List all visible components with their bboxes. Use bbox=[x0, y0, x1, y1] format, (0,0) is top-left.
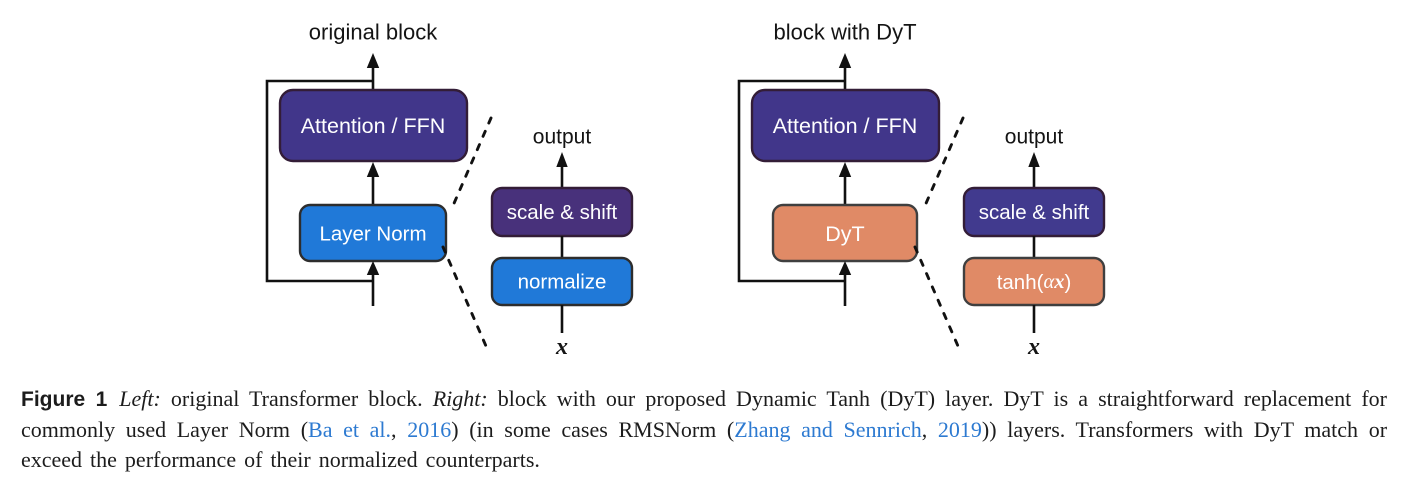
right-diagram: block with DyT Attention / FFN DyT bbox=[737, 20, 965, 355]
left-output-arrowhead-icon bbox=[366, 53, 380, 68]
tanh-x-symbol: x bbox=[1053, 271, 1064, 293]
caption-comma-2: , bbox=[921, 417, 938, 442]
caption-text-1: original Transformer block. bbox=[160, 386, 433, 411]
tanh-suffix: ) bbox=[1064, 271, 1071, 294]
block-diagrams-svg: original block Attention / FFN Layer Nor… bbox=[265, 20, 1106, 360]
tanh-prefix: tanh( bbox=[997, 271, 1044, 294]
caption-comma-1: , bbox=[391, 417, 408, 442]
caption-left-tag: Left: bbox=[119, 386, 161, 411]
left-scale-shift-label: scale & shift bbox=[507, 201, 618, 224]
citation-link-2016[interactable]: 2016 bbox=[407, 417, 452, 442]
right-mid-arrowhead-icon bbox=[838, 162, 852, 177]
right-dyt-label: DyT bbox=[825, 222, 864, 246]
right-scale-shift-label: scale & shift bbox=[979, 201, 1090, 224]
left-residual-connection-line bbox=[265, 79, 373, 283]
left-normalize-label: normalize bbox=[518, 271, 607, 294]
alpha-symbol: α bbox=[1043, 271, 1055, 293]
caption-text-4: )) layers. Transformers with DyT match o… bbox=[21, 417, 1388, 472]
caption-text-3: ) (in some cases RMSNorm ( bbox=[451, 417, 735, 442]
right-input-arrowhead-icon bbox=[838, 261, 852, 275]
left-layer-norm-label: Layer Norm bbox=[319, 223, 426, 246]
right-detail-output-arrowhead-icon bbox=[1028, 152, 1040, 167]
citation-link-2019[interactable]: 2019 bbox=[937, 417, 982, 442]
figure-number-label: Figure 1 bbox=[21, 388, 108, 411]
left-zoom-dashed-line-bottom bbox=[441, 245, 491, 355]
left-detail-view: output scale & shift normalize x bbox=[490, 126, 634, 360]
left-detail-input-x-label: x bbox=[555, 334, 568, 360]
right-residual-connection-line bbox=[737, 79, 845, 283]
left-diagram: original block Attention / FFN Layer Nor… bbox=[265, 20, 493, 355]
right-zoom-dashed-line-bottom bbox=[913, 245, 963, 355]
right-output-arrowhead-icon bbox=[838, 53, 852, 68]
right-attention-ffn-label: Attention / FFN bbox=[773, 114, 918, 138]
left-detail-output-label: output bbox=[533, 126, 592, 149]
right-tanh-label: tanh(αx) bbox=[997, 271, 1072, 294]
right-zoom-dashed-line-top bbox=[922, 116, 965, 210]
right-detail-output-label: output bbox=[1005, 126, 1064, 149]
left-zoom-dashed-line-top bbox=[450, 116, 493, 210]
left-attention-ffn-label: Attention / FFN bbox=[301, 114, 446, 138]
right-detail-view: output scale & shift tanh(αx) x bbox=[962, 126, 1106, 360]
left-input-arrowhead-icon bbox=[366, 261, 380, 275]
left-mid-arrowhead-icon bbox=[366, 162, 380, 177]
caption-text-2: block with our proposed Dynamic Tanh (Dy… bbox=[21, 386, 1387, 442]
right-diagram-title: block with DyT bbox=[773, 20, 916, 45]
left-detail-output-arrowhead-icon bbox=[556, 152, 568, 167]
figure-caption: Figure 1 Left: original Transformer block… bbox=[21, 384, 1387, 475]
right-attention-ffn-box bbox=[750, 88, 941, 163]
citation-link-zhang-sennrich[interactable]: Zhang and Sennrich bbox=[734, 417, 922, 442]
left-diagram-title: original block bbox=[309, 20, 438, 45]
left-attention-ffn-box bbox=[278, 88, 469, 163]
right-detail-input-x-label: x bbox=[1027, 334, 1040, 360]
citation-link-ba-et-al[interactable]: Ba et al. bbox=[308, 417, 392, 442]
caption-right-tag: Right: bbox=[432, 386, 488, 411]
